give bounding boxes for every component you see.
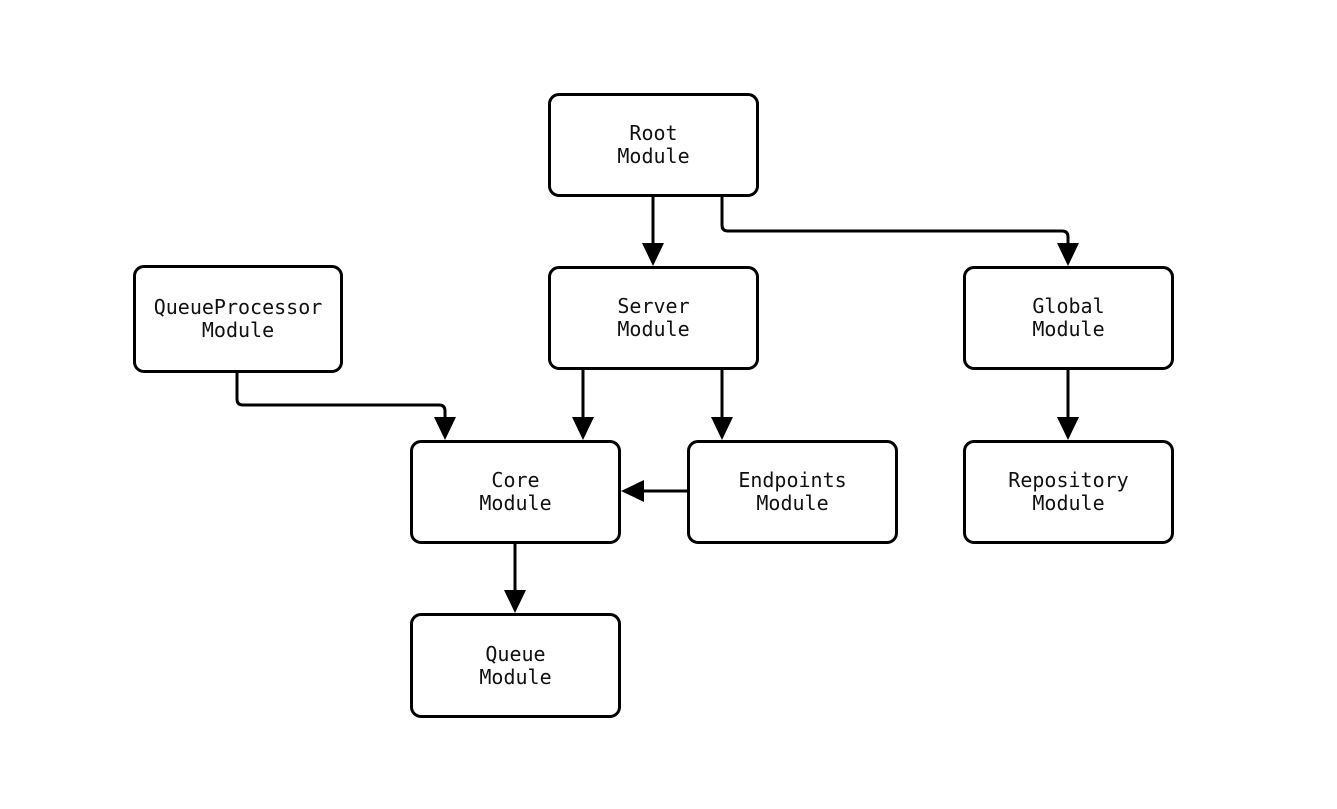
node-repository-module[interactable]: Repository Module [963, 440, 1174, 544]
edge-root-to-server-arrowhead [642, 243, 664, 266]
node-label-line2: Module [1032, 491, 1105, 515]
edge-global-to-repository-arrowhead [1057, 417, 1079, 440]
edge-queueprocessor-to-core-arrowhead [434, 417, 456, 440]
edge-endpoints-to-core-arrowhead [621, 480, 644, 502]
node-core-module[interactable]: Core Module [410, 440, 621, 544]
edge-server-to-endpoints-arrowhead [711, 417, 733, 440]
node-label-line1: Repository [1008, 468, 1129, 492]
edge-queueprocessor-to-core [235, 373, 447, 417]
node-label-line2: Module [201, 318, 275, 342]
edge-root-to-global-arrowhead [1057, 243, 1079, 266]
node-label-line1: Queue [485, 641, 546, 666]
node-label-line2: Module [479, 491, 552, 515]
node-endpoints-module[interactable]: Endpoints Module [687, 440, 898, 544]
node-label-line2: Module [617, 317, 690, 341]
node-label-line1: Endpoints [738, 468, 847, 492]
node-label-line2: Module [479, 664, 552, 689]
arrowheads-group [434, 243, 1079, 613]
edges-group [235, 197, 1070, 590]
node-label-line2: Module [756, 491, 829, 515]
node-label-line1: Global [1032, 294, 1105, 318]
node-label-line1: Core [491, 468, 540, 492]
node-label-line1: Root [629, 121, 678, 145]
node-label-line1: QueueProcessor [153, 295, 323, 319]
edge-core-to-queue-arrowhead [504, 590, 526, 613]
node-queueprocessor-module[interactable]: QueueProcessor Module [133, 265, 343, 373]
edge-server-to-core-arrowhead [572, 417, 594, 440]
node-server-module[interactable]: Server Module [548, 266, 759, 370]
node-global-module[interactable]: Global Module [963, 266, 1174, 370]
node-root-module[interactable]: Root Module [548, 93, 759, 197]
edge-root-to-global [720, 197, 1070, 243]
node-label-line2: Module [617, 144, 690, 168]
node-label-line1: Server [617, 294, 690, 318]
node-label-line2: Module [1032, 317, 1105, 341]
node-queue-module[interactable]: Queue Module [410, 613, 621, 718]
